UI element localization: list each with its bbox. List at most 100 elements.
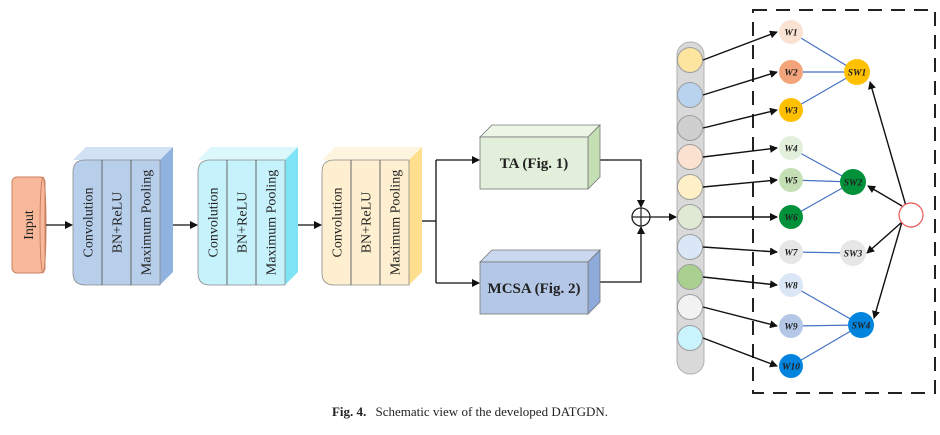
layer-label-maximum-pooling: Maximum Pooling: [265, 170, 280, 275]
weight-link: [790, 324, 862, 367]
feature-node-8: [677, 264, 703, 290]
weight-circle: [779, 205, 803, 229]
sum-node: [631, 207, 651, 227]
shared-weight-circle: [848, 312, 874, 338]
weight-node-w8: W8: [779, 273, 803, 297]
feature-node-9: [677, 294, 703, 320]
shared-weight-node-sw3: SW3: [840, 240, 866, 266]
feature-to-weight-edge: [702, 176, 778, 188]
figure-caption: Fig. 4. Schematic view of the developed …: [332, 404, 608, 419]
layer-label-bn-relu: BN+ReLU: [111, 192, 126, 254]
conv-block-2: Convolution BN+ReLU Maximum Pooling: [197, 147, 298, 286]
weight-circle: [779, 60, 803, 84]
weight-label: W9: [784, 323, 797, 333]
branch-mcsa: MCSA (Fig. 2): [479, 249, 601, 315]
weight-circle: [779, 20, 803, 44]
branch-ta: TA (Fig. 1): [479, 124, 601, 190]
weight-label: W1: [784, 29, 797, 39]
source-to-shared-edge-2: [867, 185, 903, 207]
weight-label: W6: [784, 214, 797, 224]
weight-label: W8: [784, 282, 797, 292]
weight-node-w2: W2: [779, 60, 803, 84]
block-top-face: [198, 147, 298, 160]
feature-to-weight-edge: [702, 70, 778, 96]
weight-link: [790, 284, 862, 326]
feature-node-7: [677, 234, 703, 260]
source-to-shared-edge-4: [872, 221, 903, 319]
feature-to-weight-edge: [702, 144, 778, 158]
feature-node-4: [677, 144, 703, 170]
shared-weight-circle: [840, 169, 866, 195]
weight-circle: [779, 314, 803, 338]
source-node: [898, 202, 924, 228]
shared-weight-circle: [840, 240, 866, 266]
branch-top-face: [479, 124, 601, 138]
caption-text: Schematic view of the developed DATGDN.: [376, 404, 609, 419]
feature-to-weight-edge: [702, 30, 778, 61]
weight-node-w7: W7: [779, 240, 803, 264]
shared-weight-node-sw4: SW4: [848, 312, 874, 338]
block-top-face: [322, 147, 422, 160]
weight-circle: [779, 240, 803, 264]
feature-to-weight-edge: [702, 246, 778, 256]
weight-node-w10: W10: [779, 354, 803, 378]
weight-node-w9: W9: [779, 314, 803, 338]
layer-label-maximum-pooling: Maximum Pooling: [389, 170, 404, 275]
branch-front-face: [479, 261, 589, 315]
shared-weight-node-sw1: SW1: [844, 59, 870, 85]
block-top-face: [73, 147, 173, 160]
weight-label: W5: [784, 177, 797, 187]
branch-label: TA (Fig. 1): [500, 156, 568, 172]
feature-node-6: [677, 204, 703, 230]
weight-circle: [779, 136, 803, 160]
weight-circle: [779, 98, 803, 122]
block-side-face: [160, 147, 173, 285]
weight-node-w5: W5: [779, 168, 803, 192]
feature-node-1: [677, 47, 703, 73]
branch-front-face: [479, 136, 589, 190]
feature-to-weight-edge: [702, 306, 778, 329]
weight-node-w1: W1: [779, 20, 803, 44]
shared-weight-label: SW2: [844, 179, 863, 189]
branch-top-face: [479, 249, 601, 263]
block-front-face: [197, 159, 286, 286]
feature-node-5: [677, 174, 703, 200]
layer-label-maximum-pooling: Maximum Pooling: [140, 170, 155, 275]
edge-mcsa-to-sum: [590, 226, 645, 283]
weight-node-w3: W3: [779, 98, 803, 122]
block-side-face: [409, 147, 422, 285]
layer-label-convolution: Convolution: [331, 187, 346, 257]
layer-label-convolution: Convolution: [207, 187, 222, 257]
shared-weight-label: SW3: [844, 250, 863, 260]
weight-label: W3: [784, 107, 797, 117]
weight-label: W4: [784, 145, 797, 155]
conv-block-1: Convolution BN+ReLU Maximum Pooling: [72, 147, 173, 286]
shared-weight-circle: [844, 59, 870, 85]
caption-prefix: Fig. 4.: [332, 404, 366, 419]
source-to-shared-edge-3: [866, 221, 903, 254]
feature-to-weight-edge: [702, 276, 778, 289]
weight-label: W7: [784, 249, 798, 259]
edge-ta-to-sum: [590, 159, 645, 208]
weight-node-w6: W6: [779, 205, 803, 229]
input-label: Input: [22, 210, 37, 240]
block-front-face: [72, 159, 161, 286]
weight-circle: [779, 273, 803, 297]
shared-weight-label: SW1: [848, 69, 866, 79]
feature-to-weight-edge: [702, 337, 778, 368]
weight-circle: [779, 354, 803, 378]
layer-label-bn-relu: BN+ReLU: [360, 192, 375, 254]
source-to-shared-edge-1: [868, 81, 907, 207]
weight-label: W10: [782, 363, 800, 373]
layer-label-bn-relu: BN+ReLU: [236, 192, 251, 254]
weight-circle: [779, 168, 803, 192]
weight-label: W2: [784, 69, 797, 79]
layer-label-convolution: Convolution: [82, 187, 97, 257]
conv-block-3: Convolution BN+ReLU Maximum Pooling: [321, 147, 422, 286]
feature-node-10: [677, 325, 703, 351]
branch-label: MCSA (Fig. 2): [488, 281, 581, 297]
block-side-face: [285, 147, 298, 285]
block-front-face: [321, 159, 410, 286]
weight-node-w4: W4: [779, 136, 803, 160]
